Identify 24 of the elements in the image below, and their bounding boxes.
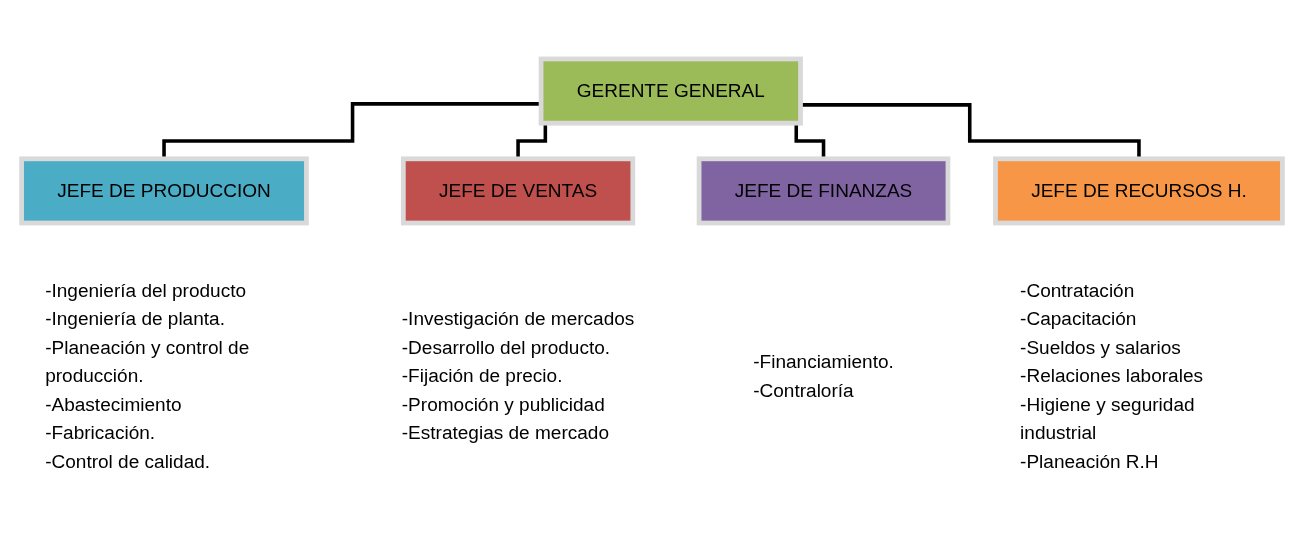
node-label: -Promoción y publicidad (401, 394, 605, 415)
node-label: -Higiene y seguridad industrial (1020, 394, 1195, 443)
node-label: -Contraloría (753, 379, 854, 401)
node-box: GERENTE GENERAL (538, 56, 803, 126)
node-label: -Sueldos y salarios (1020, 337, 1181, 358)
node-label: -Financiamiento. (753, 351, 894, 372)
node-box: JEFE DE RECURSOS H. (993, 156, 1285, 226)
node-label: -Planeación R.H (1020, 451, 1159, 472)
node-box: JEFE DE PRODUCCION (19, 156, 309, 226)
node-label: -Ingeniería del producto (45, 280, 247, 301)
node-label: -Relaciones laborales (1020, 365, 1203, 386)
node-label: -Ingeniería de planta. (45, 308, 225, 329)
node-label: -Abastecimiento (45, 394, 182, 415)
node-label: -Estrategias de mercado (401, 422, 609, 443)
node-box: JEFE DE FINANZAS (696, 156, 951, 226)
node-label: -Planeación y control de producción. (45, 337, 250, 386)
node-box: JEFE DE VENTAS (400, 156, 636, 226)
node-label: -Fijación de precio. (401, 365, 563, 386)
node-label: -Capacitación (1020, 308, 1137, 329)
node-label: -Control de calidad. (45, 451, 211, 472)
node-label: -Contratación (1020, 280, 1135, 301)
node-label: -Investigación de mercados (401, 308, 635, 329)
node-label: -Fabricación. (45, 422, 156, 443)
node-label: -Desarrollo del producto. (401, 337, 611, 358)
